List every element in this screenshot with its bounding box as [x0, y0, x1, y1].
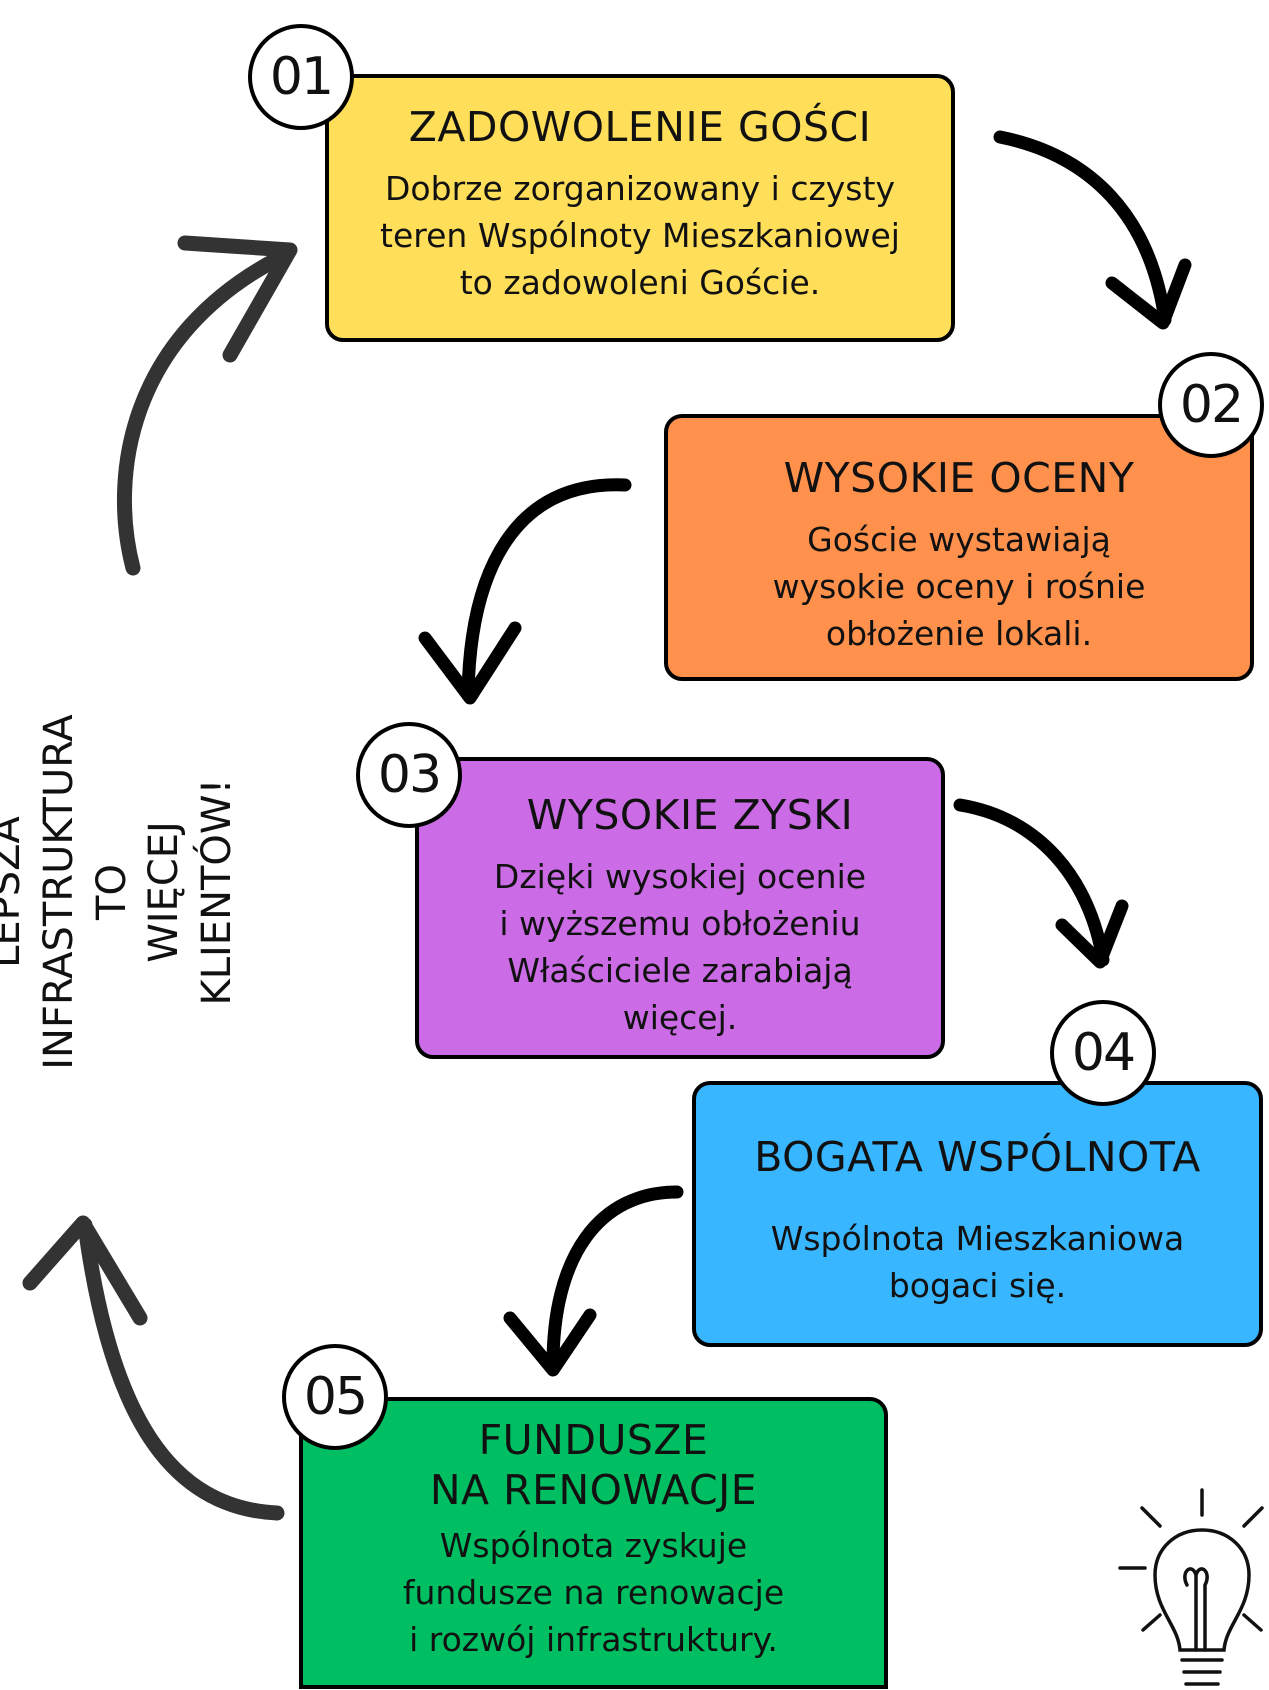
step-card-01: ZADOWOLENIE GOŚCI Dobrze zorganizowany i… [325, 74, 955, 342]
step-number-badge: 03 [356, 722, 462, 828]
step-title: FUNDUSZE NA RENOWACJE [429, 1416, 758, 1515]
step-card-05: FUNDUSZE NA RENOWACJE Wspólnota zyskuje … [299, 1397, 888, 1689]
step-title: WYSOKIE OCENY [783, 454, 1135, 502]
arrow-03-to-04-icon [953, 798, 1129, 969]
step-title: WYSOKIE ZYSKI [526, 791, 854, 839]
step-card-04: BOGATA WSPÓLNOTA Wspólnota Mieszkaniowa … [692, 1081, 1263, 1347]
step-card-03: WYSOKIE ZYSKI Dzięki wysokiej ocenie i w… [415, 757, 945, 1059]
step-description: Wspólnota zyskuje fundusze na renowacje … [402, 1526, 785, 1659]
arrow-02-to-03-icon [418, 478, 632, 705]
step-number-badge: 02 [1158, 352, 1264, 458]
step-number-badge: 01 [248, 24, 354, 130]
arrow-01-to-02-icon [993, 130, 1192, 330]
lightbulb-icon [1118, 1488, 1264, 1686]
side-caption: LEPSZA INFRASTRUKTURA TO WIĘCEJ KLIENTÓW… [0, 612, 240, 1172]
step-description: Goście wystawiają wysokie oceny i rośnie… [772, 520, 1146, 653]
step-description: Wspólnota Mieszkaniowa bogaci się. [770, 1219, 1185, 1306]
step-title: ZADOWOLENIE GOŚCI [408, 103, 872, 151]
side-caption-text: LEPSZA INFRASTRUKTURA TO WIĘCEJ KLIENTÓW… [0, 714, 241, 1070]
arrow-05-to-01-upper-icon [116, 235, 298, 576]
arrow-04-to-05-icon [503, 1185, 684, 1377]
step-title: BOGATA WSPÓLNOTA [754, 1133, 1201, 1181]
arrow-05-to-01-lower-icon [22, 1215, 285, 1521]
step-card-02: WYSOKIE OCENY Goście wystawiają wysokie … [664, 414, 1254, 681]
step-number-badge: 04 [1050, 1000, 1156, 1106]
step-number-badge: 05 [282, 1344, 388, 1450]
step-description: Dobrze zorganizowany i czysty teren Wspó… [380, 169, 900, 302]
step-description: Dzięki wysokiej ocenie i wyższemu obłoże… [493, 857, 867, 1037]
